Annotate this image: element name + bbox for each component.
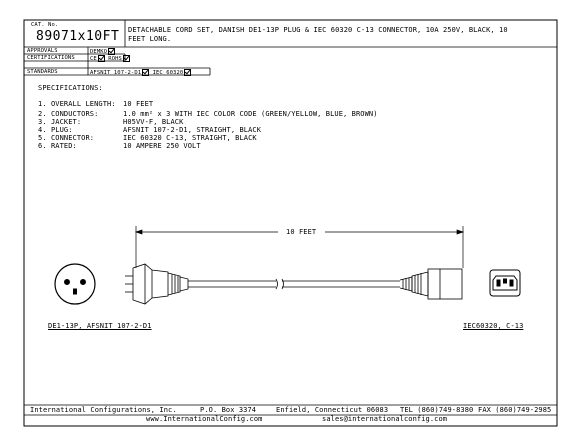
checkbox-icon — [184, 69, 192, 76]
spec-item: 5. CONNECTOR: — [38, 134, 95, 142]
checkbox-icon — [122, 55, 130, 62]
checkbox-icon — [108, 48, 116, 55]
certifications-values: CE ROHS — [90, 55, 130, 62]
spec-item: 6. RATED: — [38, 142, 77, 150]
standards-values: AFSNIT 107-2-D1 IEC 60320 — [90, 69, 192, 76]
certifications-label: CERTIFICATIONS — [27, 55, 75, 61]
footer-fax: FAX (860)749-2985 — [478, 406, 552, 414]
spec-value: 1.0 mm² x 3 WITH IEC COLOR CODE (GREEN/Y… — [123, 110, 378, 118]
spec-item: 4. PLUG: — [38, 126, 73, 134]
approvals-value: DEMKO — [90, 48, 116, 55]
spec-item: 1. OVERALL LENGTH: — [38, 100, 116, 108]
connector-side-drawing — [399, 268, 463, 300]
specifications-title: SPECIFICATIONS: — [38, 84, 103, 92]
standards-label: STANDARDS — [27, 69, 58, 75]
plug-side-drawing — [125, 263, 189, 305]
footer-company: International Configurations, Inc. — [30, 406, 177, 414]
footer-pobox: P.O. Box 3374 — [200, 406, 257, 414]
spec-value: IEC 60320 C-13, STRAIGHT, BLACK — [123, 134, 257, 142]
description-line2: FEET LONG. — [128, 35, 172, 43]
cord-drawing-line — [188, 278, 400, 290]
plug-face-drawing — [54, 263, 96, 305]
checkbox-icon — [142, 69, 150, 76]
spec-value: H05VV-F, BLACK — [123, 118, 184, 126]
description-line1: DETACHABLE CORD SET, DANISH DE1-13P PLUG… — [128, 26, 508, 34]
length-label: 10 FEET — [286, 228, 317, 236]
connector-caption: IEC60320, C-13 — [463, 322, 524, 330]
footer-email[interactable]: sales@internationalconfig.com — [322, 415, 448, 423]
cat-number: 89071x10FT — [36, 29, 120, 44]
approvals-label: APPROVALS — [27, 48, 58, 54]
spec-item: 3. JACKET: — [38, 118, 82, 126]
checkbox-icon — [97, 55, 105, 62]
plug-caption: DE1-13P, AFSNIT 107-2-D1 — [48, 322, 152, 330]
spec-value: AFSNIT 107-2-D1, STRAIGHT, BLACK — [123, 126, 262, 134]
dimension-line — [134, 226, 465, 268]
footer-tel: TEL (860)749-8380 — [400, 406, 474, 414]
cat-label: CAT. No. — [31, 22, 59, 28]
footer-city: Enfield, Connecticut 06083 — [276, 406, 389, 414]
footer-web[interactable]: www.InternationalConfig.com — [146, 415, 263, 423]
connector-face-drawing — [489, 269, 521, 297]
spec-value: 10 AMPERE 250 VOLT — [123, 142, 201, 150]
spec-item: 2. CONDUCTORS: — [38, 110, 99, 118]
spec-value: 10 FEET — [123, 100, 154, 108]
